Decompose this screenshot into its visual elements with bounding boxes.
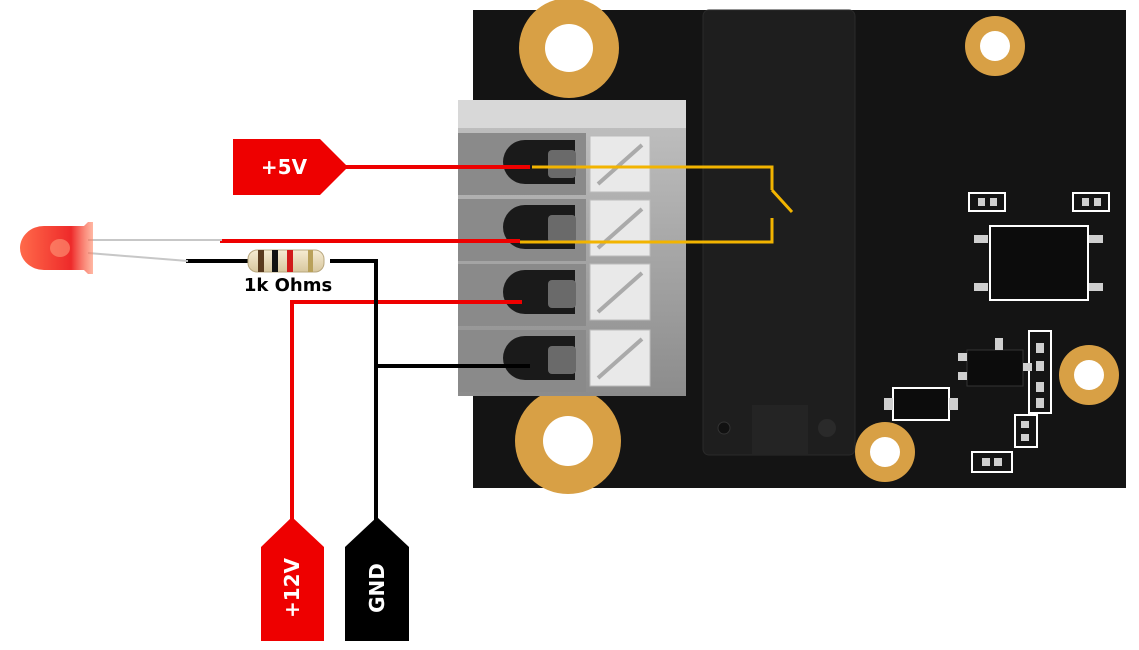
mounting-pad <box>519 0 619 98</box>
smd-pad <box>968 192 1110 473</box>
diode <box>884 387 958 421</box>
terminal-slot <box>458 133 651 195</box>
wire-gnd <box>186 259 530 520</box>
mounting-pad <box>855 422 915 482</box>
terminal-slot <box>458 199 651 261</box>
terminal-slot <box>458 329 651 392</box>
mounting-pad <box>515 388 621 494</box>
gnd-label: GND <box>365 563 389 613</box>
terminal-block-icon <box>458 100 686 396</box>
plus12v-flag: +12V <box>261 517 324 641</box>
mounting-pad <box>965 16 1025 76</box>
optocoupler-chip <box>974 225 1103 301</box>
terminal-slot <box>458 263 651 326</box>
resistor-value-label: 1k Ohms <box>244 275 332 296</box>
relay-switch-icon <box>520 165 794 244</box>
led-icon <box>20 222 222 274</box>
plus5v-flag: +5V <box>233 139 348 195</box>
mounting-pad <box>1059 345 1119 405</box>
gnd-flag: GND <box>345 517 409 641</box>
wire-12v <box>290 300 522 520</box>
transistor <box>958 338 1032 387</box>
resistor-icon <box>247 249 325 273</box>
relay-housing <box>702 9 856 456</box>
plus5v-label: +5V <box>261 155 308 179</box>
relay-board <box>473 0 1126 494</box>
plus12v-label: +12V <box>280 557 304 618</box>
